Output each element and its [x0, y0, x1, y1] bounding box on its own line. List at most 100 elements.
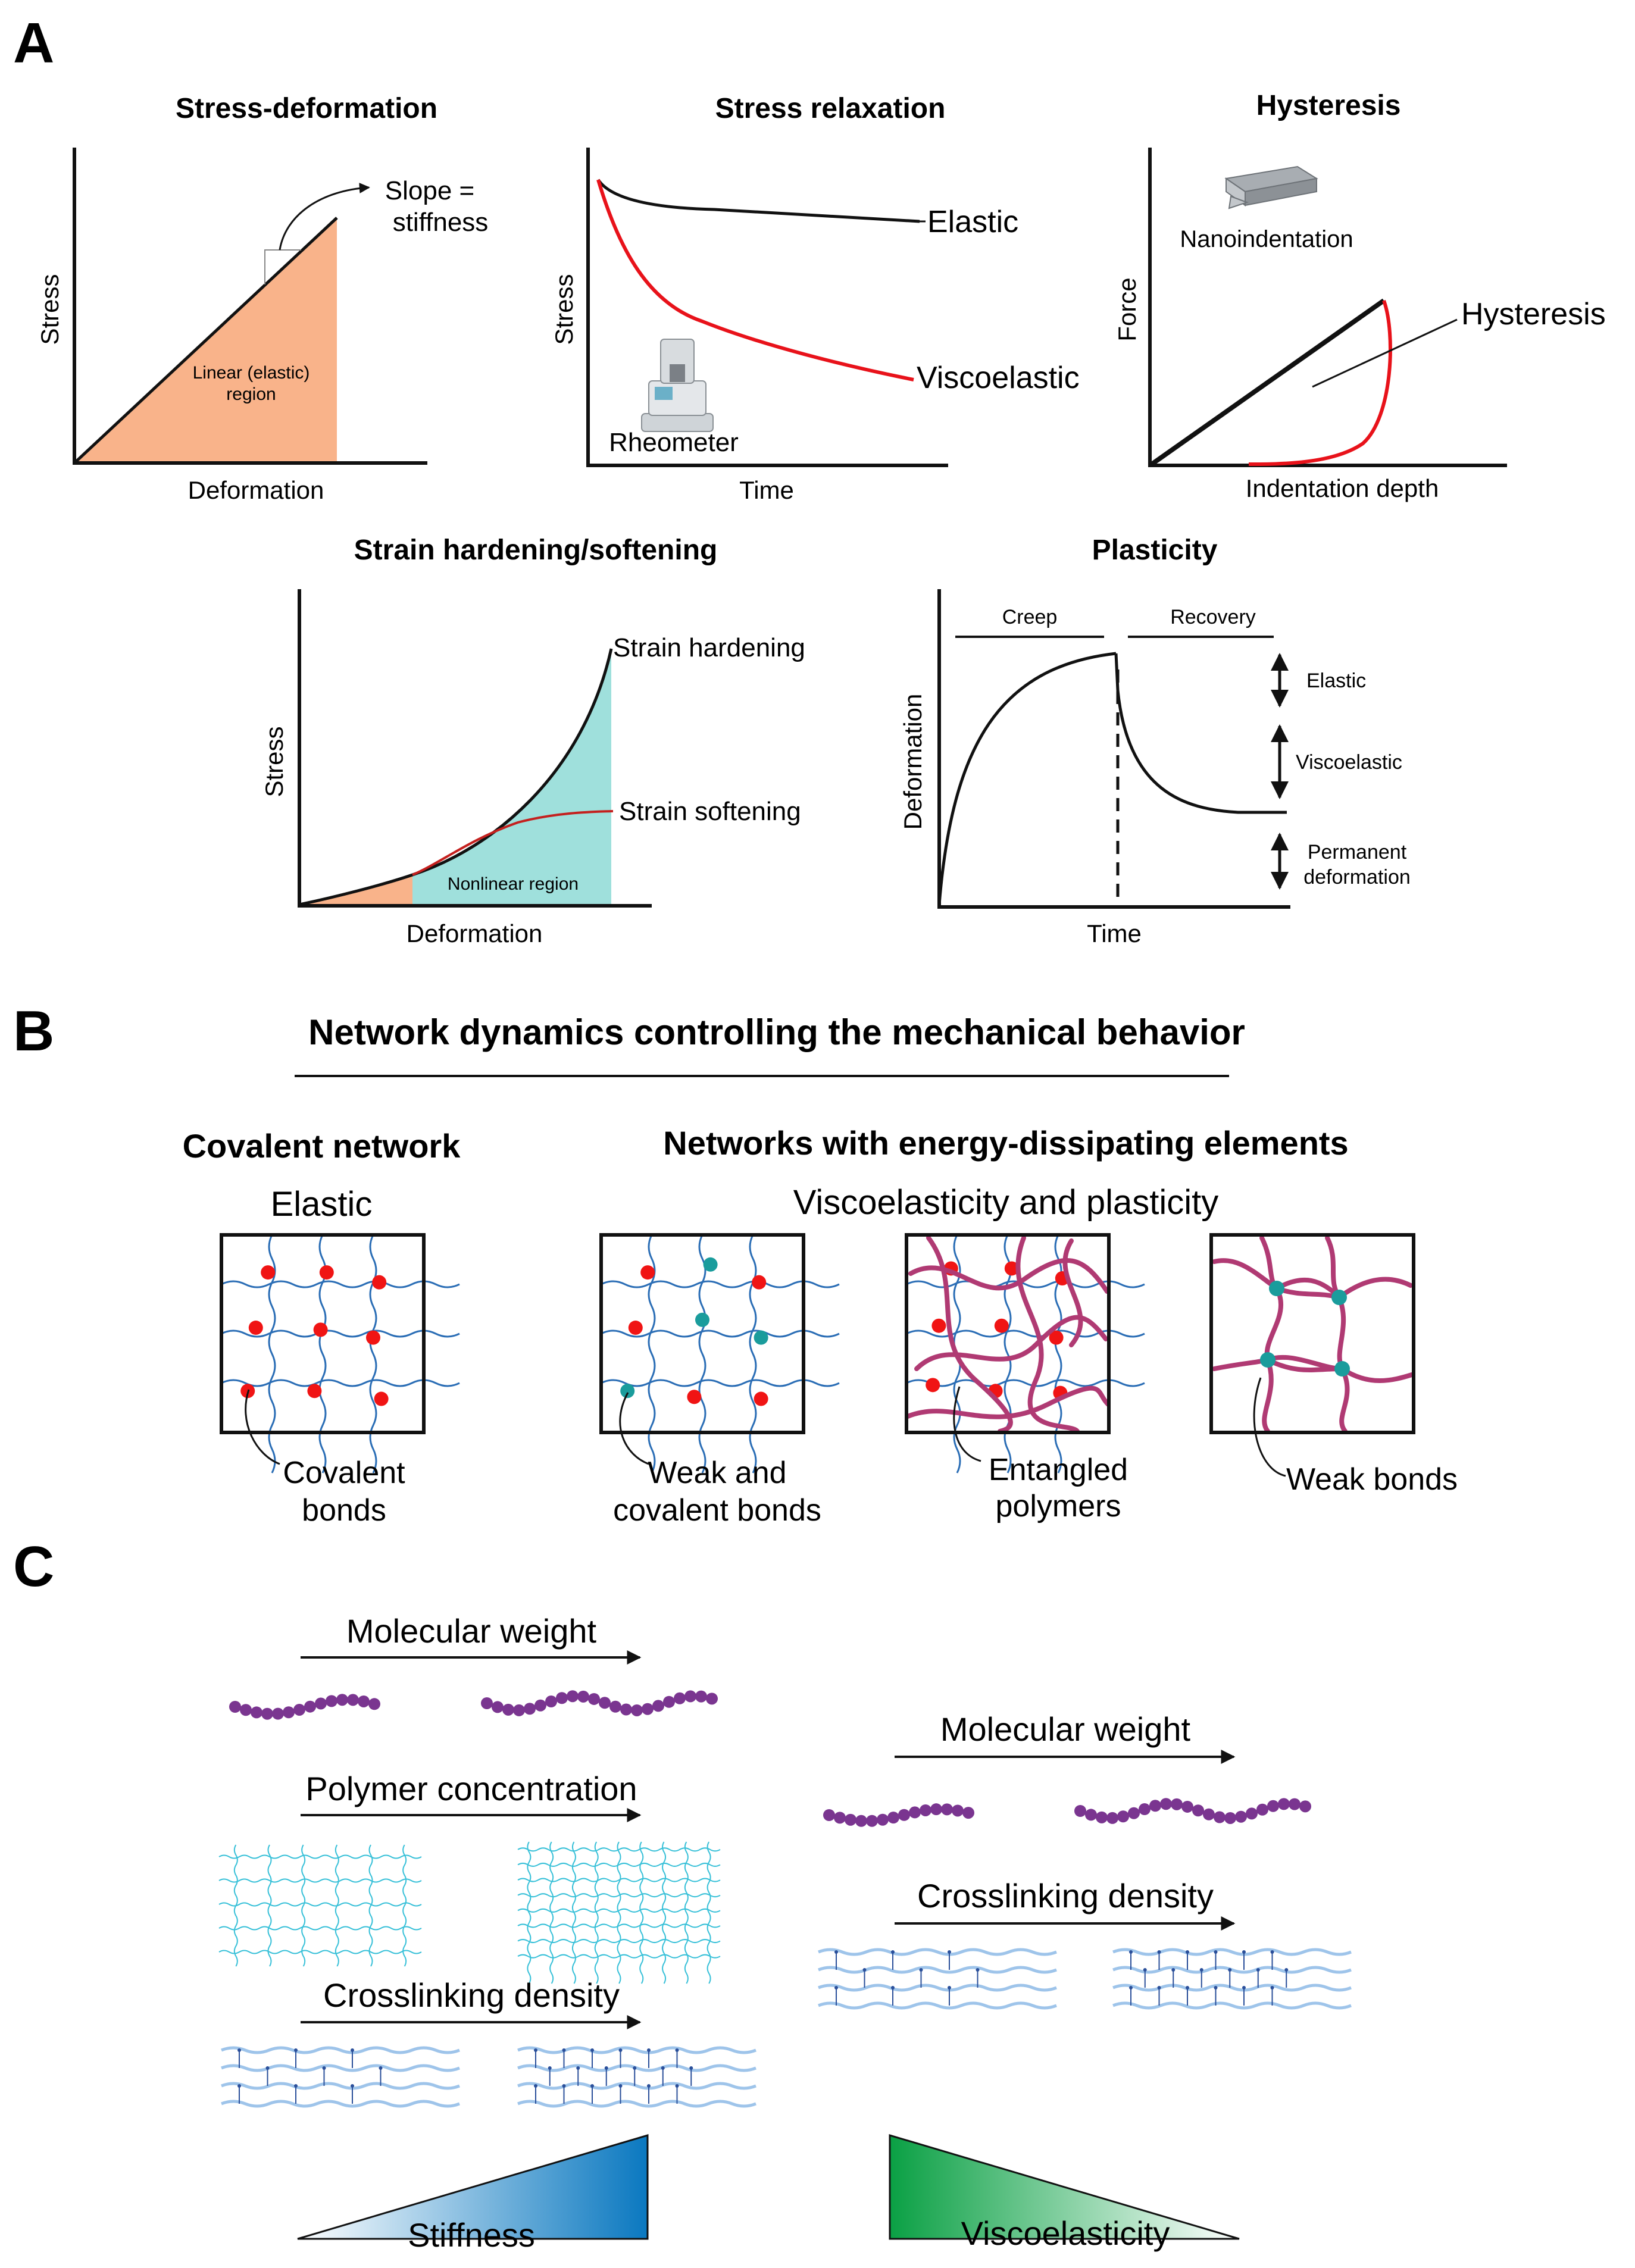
polymer-strand	[517, 2064, 756, 2072]
crosslink-node	[633, 2066, 637, 2070]
monomer-bead	[1171, 1798, 1183, 1810]
elastic-label: Elastic	[1306, 670, 1366, 692]
y-axis-label: Force	[1113, 277, 1141, 341]
high-crosslink-network	[517, 2046, 756, 2108]
mesh-strand	[218, 1902, 422, 1907]
covalent-bond-dot	[687, 1390, 702, 1404]
monomer-bead	[1246, 1807, 1258, 1820]
covalent-bond-dot	[372, 1275, 387, 1290]
stress-relaxation-title: Stress relaxation	[715, 93, 946, 124]
monomer-bead	[240, 1704, 252, 1716]
covalent-bond-dot	[754, 1391, 768, 1406]
monomer-bead	[620, 1703, 632, 1716]
weak-bond-dot	[695, 1312, 709, 1327]
mesh-strand	[517, 1923, 721, 1928]
covalent-bond-dot	[313, 1322, 328, 1337]
monomer-bead	[1267, 1800, 1279, 1812]
polymer-strand	[517, 2100, 756, 2108]
creep-curve	[937, 652, 1117, 905]
monomer-bead	[534, 1699, 546, 1712]
loading-line	[1150, 298, 1386, 467]
polymer-strand	[221, 2046, 460, 2054]
hysteresis-title: Hysteresis	[1256, 90, 1401, 121]
plasticity-title: Plasticity	[1092, 534, 1218, 566]
x-axis-label: Time	[1087, 919, 1142, 947]
covalent-bond-dot	[248, 1321, 263, 1335]
crosslink-node	[534, 2048, 537, 2052]
monomer-bead	[261, 1707, 273, 1720]
monomer-bead	[1117, 1810, 1129, 1823]
crosslink-node	[891, 1986, 895, 1989]
hysteresis-leader	[1312, 318, 1458, 388]
y-axis-label: Stress	[550, 274, 578, 345]
monomer-bead	[684, 1690, 696, 1703]
crosslink-node	[604, 2066, 608, 2070]
permanent-label-2: deformation	[1303, 866, 1411, 889]
weak-bonds-label: Weak bonds	[1286, 1462, 1458, 1497]
y-axis-label: Stress	[260, 726, 288, 797]
monomer-bead	[887, 1812, 899, 1824]
mesh-strand	[368, 1844, 373, 1967]
crosslink-node	[351, 2084, 354, 2088]
elastic-subheading: Elastic	[271, 1185, 373, 1224]
recovery-label: Recovery	[1170, 606, 1256, 628]
monomer-bead	[920, 1804, 931, 1816]
mesh-strand	[218, 1926, 422, 1931]
monomer-bead	[1074, 1805, 1086, 1817]
polymer-strand	[221, 1329, 460, 1338]
viscoelasticity-subheading: Viscoelasticity and plasticity	[793, 1183, 1219, 1222]
covalent-bonds-label-2: bonds	[302, 1493, 386, 1528]
polymer-strand	[221, 2100, 460, 2108]
covalent-bond-dot	[640, 1265, 655, 1280]
viscoelasticity-gradient	[889, 2134, 1240, 2240]
crosslink-node	[534, 2084, 537, 2088]
polymer-strand	[221, 1379, 460, 1387]
permanent-label: Permanent	[1308, 841, 1407, 864]
crosslink-node	[294, 2048, 298, 2052]
weak-bond-dot	[754, 1330, 768, 1345]
mesh-strand	[571, 1841, 576, 1984]
monomer-bead	[556, 1692, 568, 1704]
stress-relaxation-chart: Stress relaxation Elastic Viscoelastic S…	[550, 93, 1080, 504]
polymer-strand	[1212, 1258, 1413, 1301]
monomer-bead	[706, 1693, 718, 1705]
y-axis-label: Deformation	[899, 694, 927, 830]
covalent-bond-dot	[366, 1330, 380, 1345]
entangled-network-box	[905, 1233, 1145, 1474]
recovery-curve	[1114, 653, 1287, 814]
monomer-bead	[866, 1815, 878, 1827]
stiffness-line	[73, 217, 338, 464]
mesh-strand	[639, 1841, 644, 1984]
monomer-bead	[251, 1706, 262, 1719]
covalent-network-heading: Covalent network	[183, 1127, 461, 1165]
crosslink-node	[675, 2048, 679, 2052]
monomer-bead	[1106, 1812, 1118, 1824]
mesh-strand	[684, 1841, 689, 1984]
covalent-bond-dot	[628, 1321, 643, 1335]
linear-region-label-2: region	[226, 384, 276, 404]
crosslink-node	[1157, 1950, 1161, 1954]
mesh-strand	[517, 1878, 721, 1882]
mesh-strand	[218, 1950, 422, 1954]
covalent-bond-dot	[926, 1378, 940, 1393]
viscoelastic-label: Viscoelastic	[917, 361, 1080, 395]
crosslink-node	[1129, 1986, 1133, 1989]
hardening-curve	[299, 648, 613, 906]
monomer-bead	[502, 1703, 514, 1716]
polymer-strand	[1325, 1235, 1350, 1434]
box-border	[599, 1233, 805, 1434]
crosslink-node	[1214, 1950, 1218, 1954]
monomer-bead	[609, 1700, 621, 1713]
right-crosslinking-label: Crosslinking density	[917, 1877, 1214, 1914]
monomer-bead	[336, 1694, 348, 1706]
left-molecular-weight-label: Molecular weight	[346, 1612, 597, 1650]
monomer-bead	[823, 1809, 835, 1821]
monomer-bead	[834, 1812, 846, 1824]
mesh-strand	[662, 1841, 667, 1984]
mesh-strand	[517, 1939, 721, 1944]
polymer-strand	[906, 1379, 1145, 1387]
stress-deformation-title: Stress-deformation	[176, 93, 437, 124]
polymer-strand	[517, 2046, 756, 2054]
strain-hardening-chart: Strain hardening/softening Strain harden…	[260, 534, 805, 947]
mesh-strand	[517, 1893, 721, 1898]
